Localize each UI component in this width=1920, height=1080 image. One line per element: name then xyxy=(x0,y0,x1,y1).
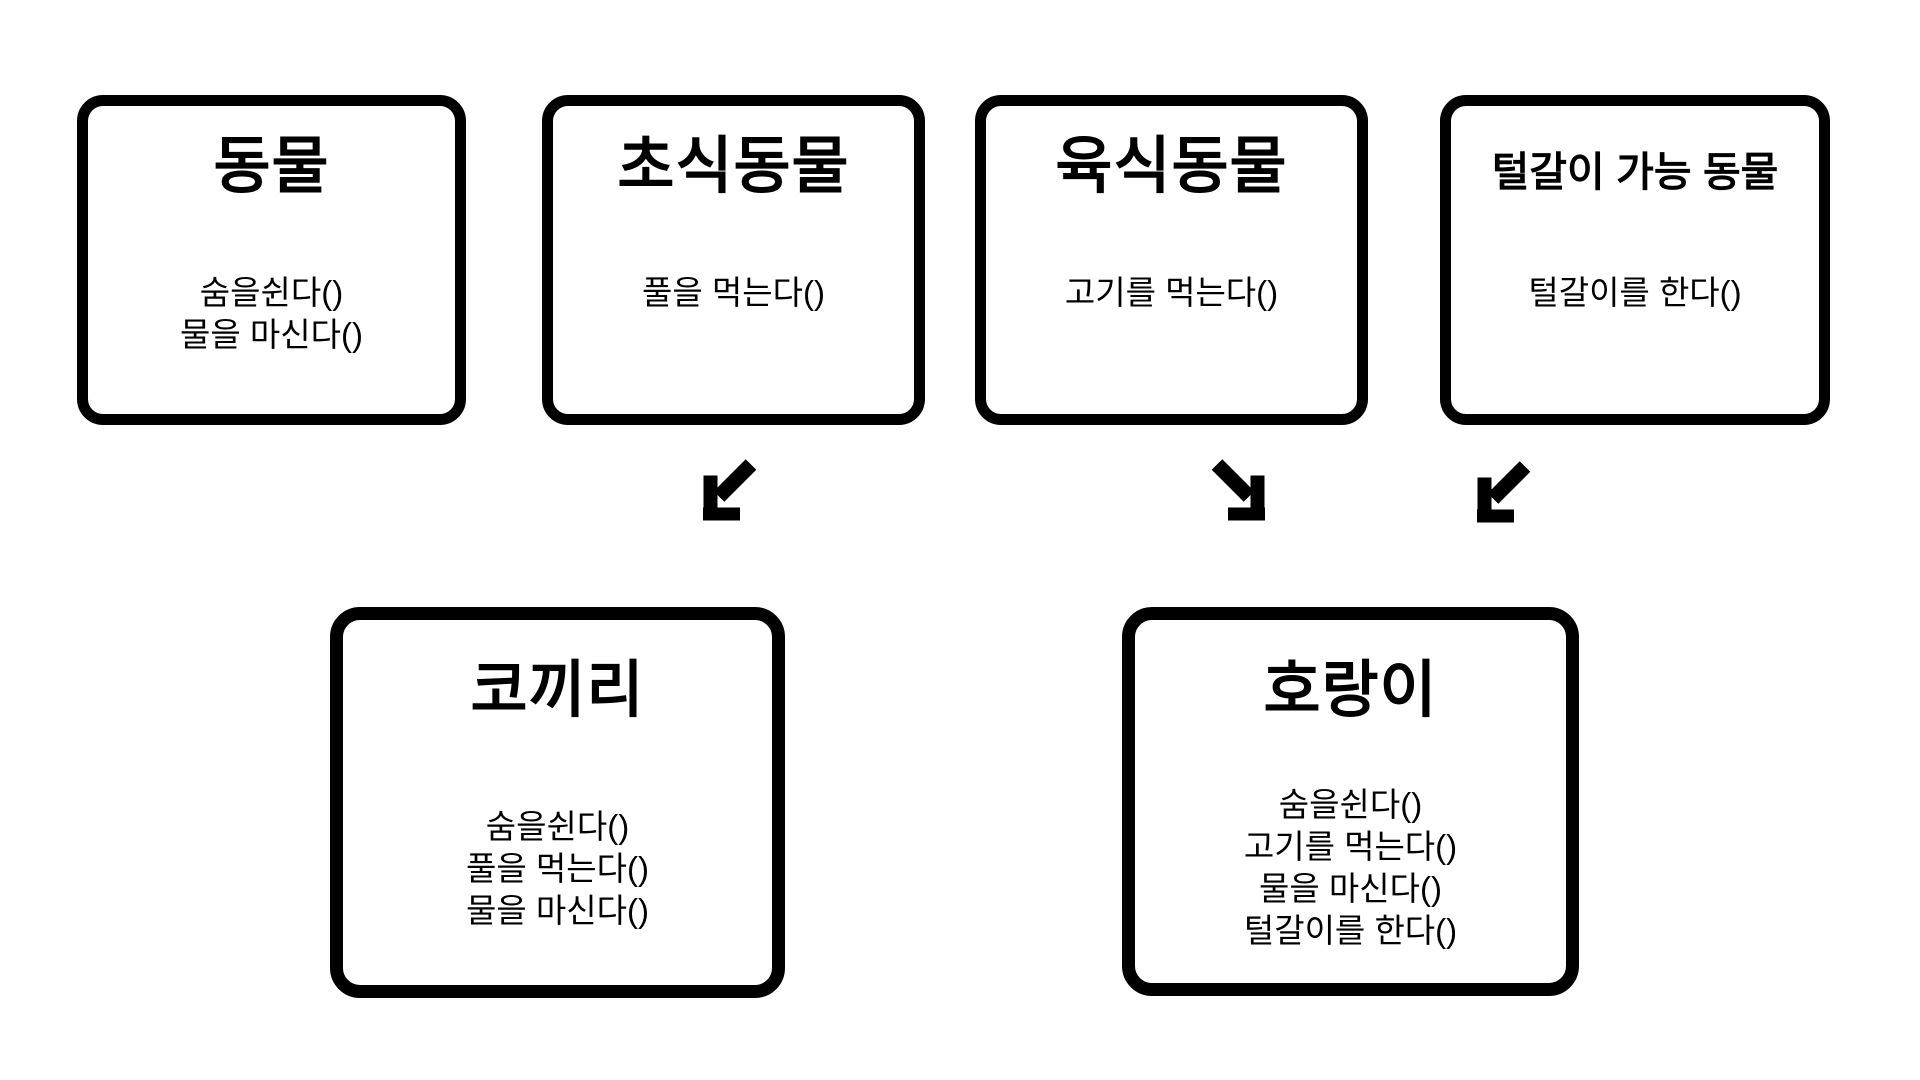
arrow-molting-to-tiger-down-left-icon xyxy=(1474,461,1532,526)
class-box-elephant: 코끼리 숨을쉰다() 풀을 먹는다() 물을 마신다() xyxy=(330,607,785,998)
class-title: 초식동물 xyxy=(617,132,850,201)
class-methods: 풀을 먹는다() xyxy=(642,274,825,311)
class-title: 코끼리 xyxy=(470,656,645,725)
class-methods: 숨을쉰다() 고기를 먹는다() 물을 마신다() 털갈이를 한다() xyxy=(1243,786,1458,949)
arrow-herbivore-to-elephant-down-left-icon xyxy=(700,459,758,524)
class-methods: 숨을쉰다() 풀을 먹는다() 물을 마신다() xyxy=(466,808,649,929)
class-methods: 고기를 먹는다() xyxy=(1064,274,1279,311)
class-title: 털갈이 가능 동물 xyxy=(1491,149,1779,195)
class-box-herbivore: 초식동물 풀을 먹는다() xyxy=(542,95,925,425)
class-box-molting-capable-animal: 털갈이 가능 동물 털갈이를 한다() xyxy=(1440,95,1830,425)
class-title: 육식동물 xyxy=(1055,132,1288,201)
class-title: 동물 xyxy=(213,132,330,201)
class-methods: 털갈이를 한다() xyxy=(1528,274,1742,311)
class-box-carnivore: 육식동물 고기를 먹는다() xyxy=(975,95,1368,425)
class-box-animal: 동물 숨을쉰다() 물을 마신다() xyxy=(77,95,466,425)
class-box-tiger: 호랑이 숨을쉰다() 고기를 먹는다() 물을 마신다() 털갈이를 한다() xyxy=(1122,607,1579,996)
class-title: 호랑이 xyxy=(1263,656,1438,725)
class-methods: 숨을쉰다() 물을 마신다() xyxy=(180,274,363,353)
arrow-carnivore-to-tiger-down-right-icon xyxy=(1210,459,1268,524)
